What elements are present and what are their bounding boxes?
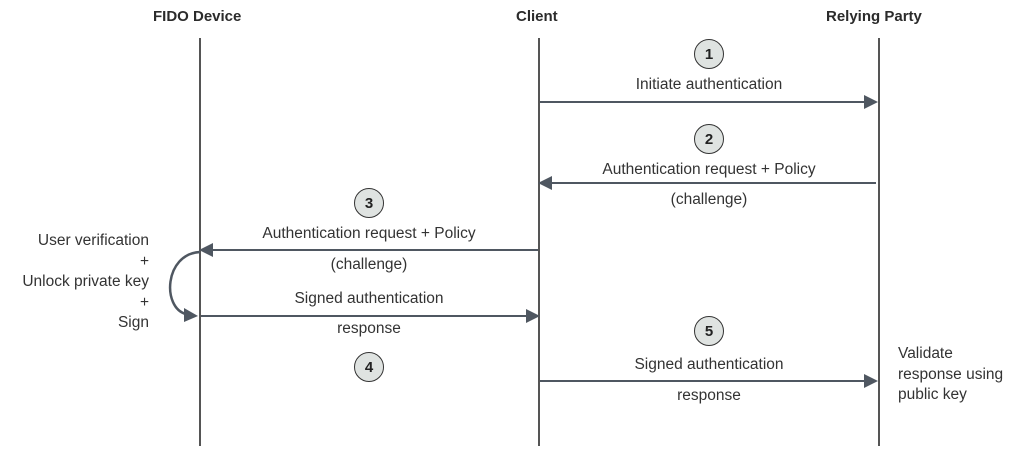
device-action-unlock-key: Unlock private key [22, 273, 149, 290]
step-1-arrow [540, 95, 878, 109]
rp-actions-text: Validate response using public key [898, 344, 1003, 406]
step-2-sublabel: (challenge) [670, 191, 748, 208]
lifeline-relying-party [878, 38, 880, 446]
step-3-arrow [199, 243, 538, 257]
step-1-label: Initiate authentication [635, 76, 783, 93]
step-2-arrow [538, 176, 876, 190]
rp-action-response-using: response using [898, 365, 1004, 383]
step-5-label: Signed authentication [634, 356, 784, 373]
device-action-plus-1: + [139, 252, 149, 270]
device-action-plus-2: + [139, 293, 149, 311]
device-action-user-verification: User verification [37, 232, 149, 249]
step-2-badge: 2 [694, 124, 724, 154]
local-loop-arrow [168, 250, 201, 322]
device-action-sign: Sign [117, 314, 149, 331]
lane-title-relying-party: Relying Party [826, 8, 922, 25]
step-5-badge: 5 [694, 316, 724, 346]
step-4-arrow [201, 309, 540, 323]
step-2-label: Authentication request + Policy [602, 161, 816, 178]
step-1-badge: 1 [694, 39, 724, 69]
rp-action-public-key: public key [898, 386, 967, 403]
step-5-arrow [540, 374, 878, 388]
rp-action-validate: Validate [898, 345, 953, 362]
step-4-sublabel: response [337, 320, 401, 337]
step-5-sublabel: response [677, 387, 741, 404]
lane-title-client: Client [516, 8, 558, 25]
step-3-badge: 3 [354, 188, 384, 218]
lifeline-client [538, 38, 540, 446]
step-4-badge: 4 [354, 352, 384, 382]
lifeline-fido-device [199, 38, 201, 446]
lane-title-fido-device: FIDO Device [153, 8, 242, 25]
step-3-label: Authentication request + Policy [262, 225, 476, 242]
step-4-label: Signed authentication [294, 290, 444, 307]
device-actions-text: User verification + Unlock private key +… [22, 231, 149, 334]
step-3-sublabel: (challenge) [330, 256, 408, 273]
